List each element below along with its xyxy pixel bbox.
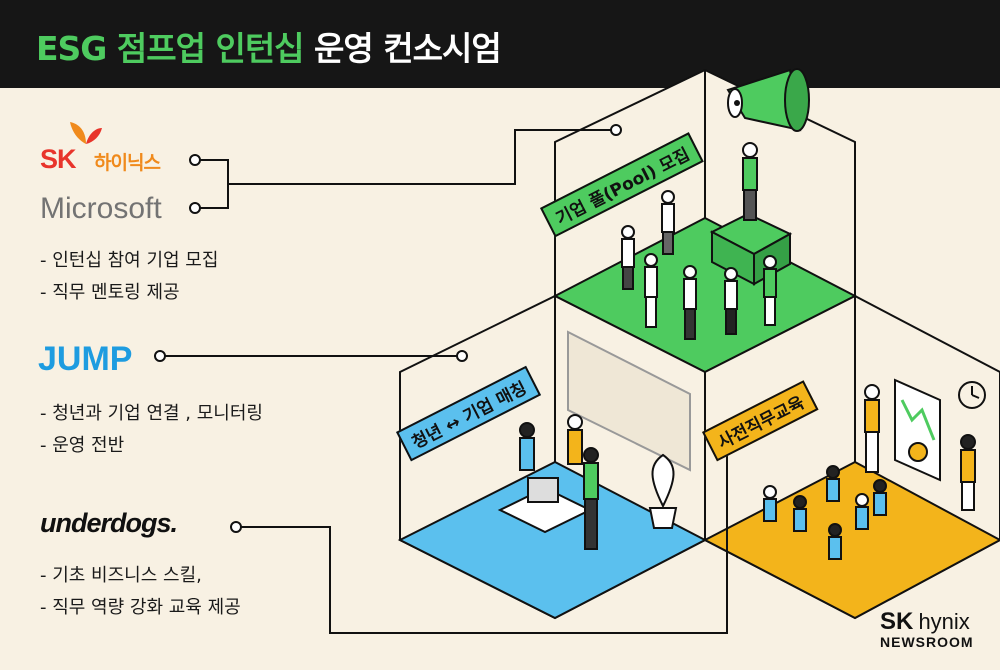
page-title: ESG 점프업 인턴십 운영 컨소시엄 <box>36 22 502 70</box>
footer-sub: NEWSROOM <box>880 634 974 650</box>
sk-ms-role-list: - 인턴십 참여 기업 모집 - 직무 멘토링 제공 <box>40 245 218 309</box>
underdogs-role-list: - 기초 비즈니스 스킬, - 직무 역량 강화 교육 제공 <box>40 560 241 624</box>
sk-hynix-logo: SK 하이닉스 <box>40 118 190 176</box>
connector-lines <box>162 129 728 634</box>
matching-room <box>397 294 708 620</box>
list-item: - 청년과 기업 연결 , 모니터링 <box>40 403 263 424</box>
list-item: - 기초 비즈니스 스킬, <box>40 565 202 586</box>
list-item: - 운영 전반 <box>40 435 125 456</box>
microsoft-logo: Microsoft <box>40 192 162 225</box>
list-item: - 인턴십 참여 기업 모집 <box>40 250 219 271</box>
underdogs-logo: underdogs. <box>40 508 178 538</box>
footer-brand: SK <box>880 608 914 635</box>
sk-brand: SK <box>40 144 77 174</box>
megaphone-icon <box>726 68 810 132</box>
sk-butterfly-icon <box>70 122 102 144</box>
jump-role-list: - 청년과 기업 연결 , 모니터링 - 운영 전반 <box>40 398 263 462</box>
header-bar: ESG 점프업 인턴십 운영 컨소시엄 <box>0 0 1000 88</box>
list-item: - 직무 역량 강화 교육 제공 <box>40 597 241 618</box>
sk-hynix-newsroom-logo: SK hynix NEWSROOM <box>880 608 974 650</box>
title-highlight: ESG 점프업 인턴십 <box>36 29 305 68</box>
sk-hynix-name: 하이닉스 <box>94 152 161 174</box>
training-room <box>702 294 1000 620</box>
jump-logo: JUMP <box>38 340 133 378</box>
people <box>519 142 976 560</box>
orange-floor <box>702 460 1000 620</box>
footer-name: hynix <box>918 609 970 634</box>
title-rest: 운영 컨소시엄 <box>314 29 502 68</box>
list-item: - 직무 멘토링 제공 <box>40 282 180 303</box>
